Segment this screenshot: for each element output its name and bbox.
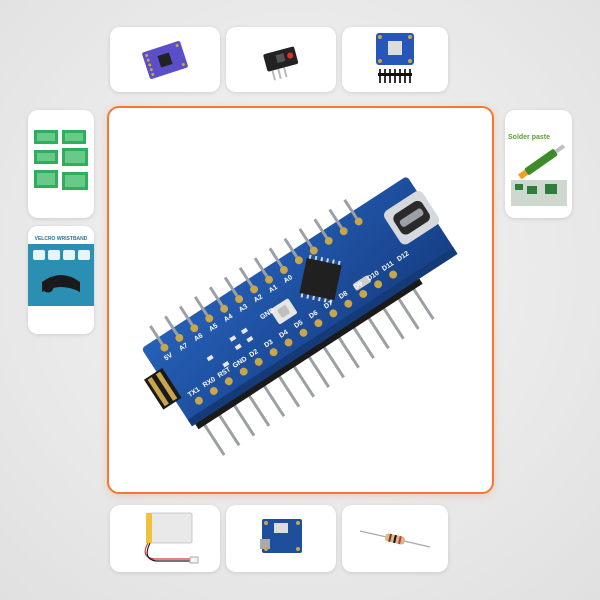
thumbnail-resistor[interactable] xyxy=(342,505,448,572)
pin-label-d9: D9 xyxy=(353,280,364,291)
pin-label-a1: A1 xyxy=(268,284,279,295)
velcro-wristband-image: VELCRO WRISTBAND xyxy=(28,226,94,334)
resistor-image xyxy=(359,530,431,548)
pin-label-d7: D7 xyxy=(323,300,334,311)
main-product-image[interactable]: TX1 RX0 RST GND D2 D3 D4 D5 D6 D7 D8 D9 … xyxy=(107,106,494,494)
pin-label-d8: D8 xyxy=(338,290,349,301)
thumbnail-solder-paste[interactable]: Solder paste xyxy=(505,110,572,218)
thumbnail-green-pcb-boards[interactable] xyxy=(28,110,94,218)
pin-label-a5: A5 xyxy=(208,323,219,334)
thumbnail-charger-module[interactable] xyxy=(226,505,336,572)
thumbnail-velcro-wristband[interactable]: VELCRO WRISTBAND xyxy=(28,226,94,334)
arduino-nano-board-image: TX1 RX0 RST GND D2 D3 D4 D5 D6 D7 D8 D9 … xyxy=(142,177,458,456)
solder-paste-title: Solder paste xyxy=(508,134,550,141)
green-pcb-boards-image xyxy=(34,130,88,190)
sensor-module-image xyxy=(263,46,299,81)
lipo-battery-image xyxy=(144,512,199,564)
thumbnail-sensor-module[interactable] xyxy=(226,27,336,92)
pin-label-a6: A6 xyxy=(193,332,204,343)
pin-label-d5: D5 xyxy=(293,319,304,330)
pin-label-5v: 5V xyxy=(163,352,174,363)
thumbnail-breakout-board[interactable] xyxy=(342,27,448,92)
thumbnail-gyro-sensor[interactable] xyxy=(110,27,220,92)
pin-label-d4: D4 xyxy=(278,329,289,340)
pin-label-d3: D3 xyxy=(263,339,274,350)
gyro-sensor-image xyxy=(142,41,188,79)
pin-label-d2: D2 xyxy=(248,348,259,359)
thumbnail-lipo-battery[interactable] xyxy=(110,505,220,572)
pin-label-a0: A0 xyxy=(283,274,294,285)
pin-label-a7: A7 xyxy=(178,342,189,353)
pin-label-a2: A2 xyxy=(253,293,264,304)
pin-label-d6: D6 xyxy=(308,309,319,320)
pin-label-a3: A3 xyxy=(238,303,249,314)
pin-label-a4: A4 xyxy=(223,313,234,324)
solder-paste-image: Solder paste xyxy=(508,134,567,206)
charger-module-image xyxy=(260,519,302,553)
velcro-wristband-title: VELCRO WRISTBAND xyxy=(35,236,88,242)
breakout-board-image xyxy=(376,33,414,83)
